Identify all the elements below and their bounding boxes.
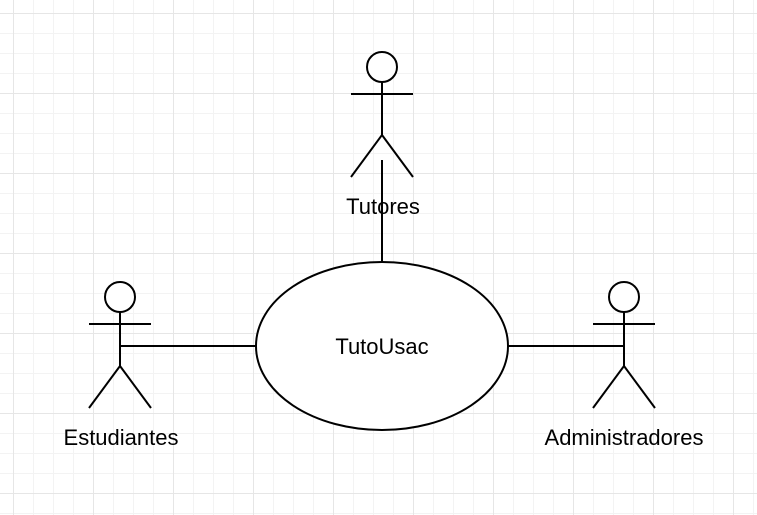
actor-administradores-left-leg [592,365,625,409]
actor-estudiantes[interactable]: Estudiantes [64,281,179,450]
actor-administradores-head [608,281,640,313]
actor-administradores-right-leg [623,365,656,409]
actor-tutores-label: Tutores [346,194,420,219]
actor-tutores-right-leg [381,134,414,178]
actor-administradores-label: Administradores [545,425,704,450]
actor-tutores[interactable]: Tutores [346,51,420,219]
actor-administradores[interactable]: Administradores [545,281,704,450]
use-case-ellipse [255,261,509,431]
use-case-tutousac[interactable]: TutoUsac [255,261,509,431]
actor-estudiantes-left-leg [88,365,121,409]
actor-estudiantes-label: Estudiantes [64,425,179,450]
actor-estudiantes-head [104,281,136,313]
actor-estudiantes-right-leg [119,365,152,409]
actor-tutores-left-leg [350,134,383,178]
actor-tutores-head [366,51,398,83]
use-case-label: TutoUsac [335,334,428,359]
